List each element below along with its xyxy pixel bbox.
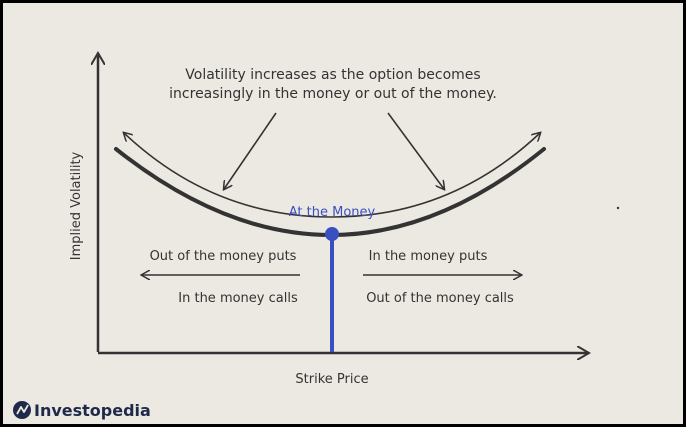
right-top-label: In the money puts: [369, 249, 488, 264]
annotation-arrow-right: [387, 112, 444, 189]
annotation-arrow-left: [224, 112, 277, 189]
atm-point: [325, 227, 339, 241]
investopedia-logo: Investopedia: [13, 401, 151, 420]
outer-volatility-curve-right: [331, 133, 540, 218]
diagram-canvas: Volatility increases as the option becom…: [3, 3, 683, 424]
annotation-line-2: increasingly in the money or out of the …: [169, 86, 497, 102]
left-bottom-label: In the money calls: [178, 291, 298, 306]
atm-label: At the Money: [289, 205, 376, 220]
left-top-label: Out of the money puts: [150, 249, 297, 264]
right-bottom-label: Out of the money calls: [366, 291, 514, 306]
x-axis-label: Strike Price: [295, 372, 368, 387]
brand-name: Investopedia: [34, 401, 151, 420]
annotation-line-1: Volatility increases as the option becom…: [185, 67, 480, 83]
y-axis-label: Implied Volatility: [69, 151, 84, 260]
outer-volatility-curve: [124, 133, 333, 218]
volatility-smile-diagram: Volatility increases as the option becom…: [13, 3, 620, 420]
volatility-smile-curve: [114, 147, 546, 237]
stray-dot: [616, 206, 620, 210]
